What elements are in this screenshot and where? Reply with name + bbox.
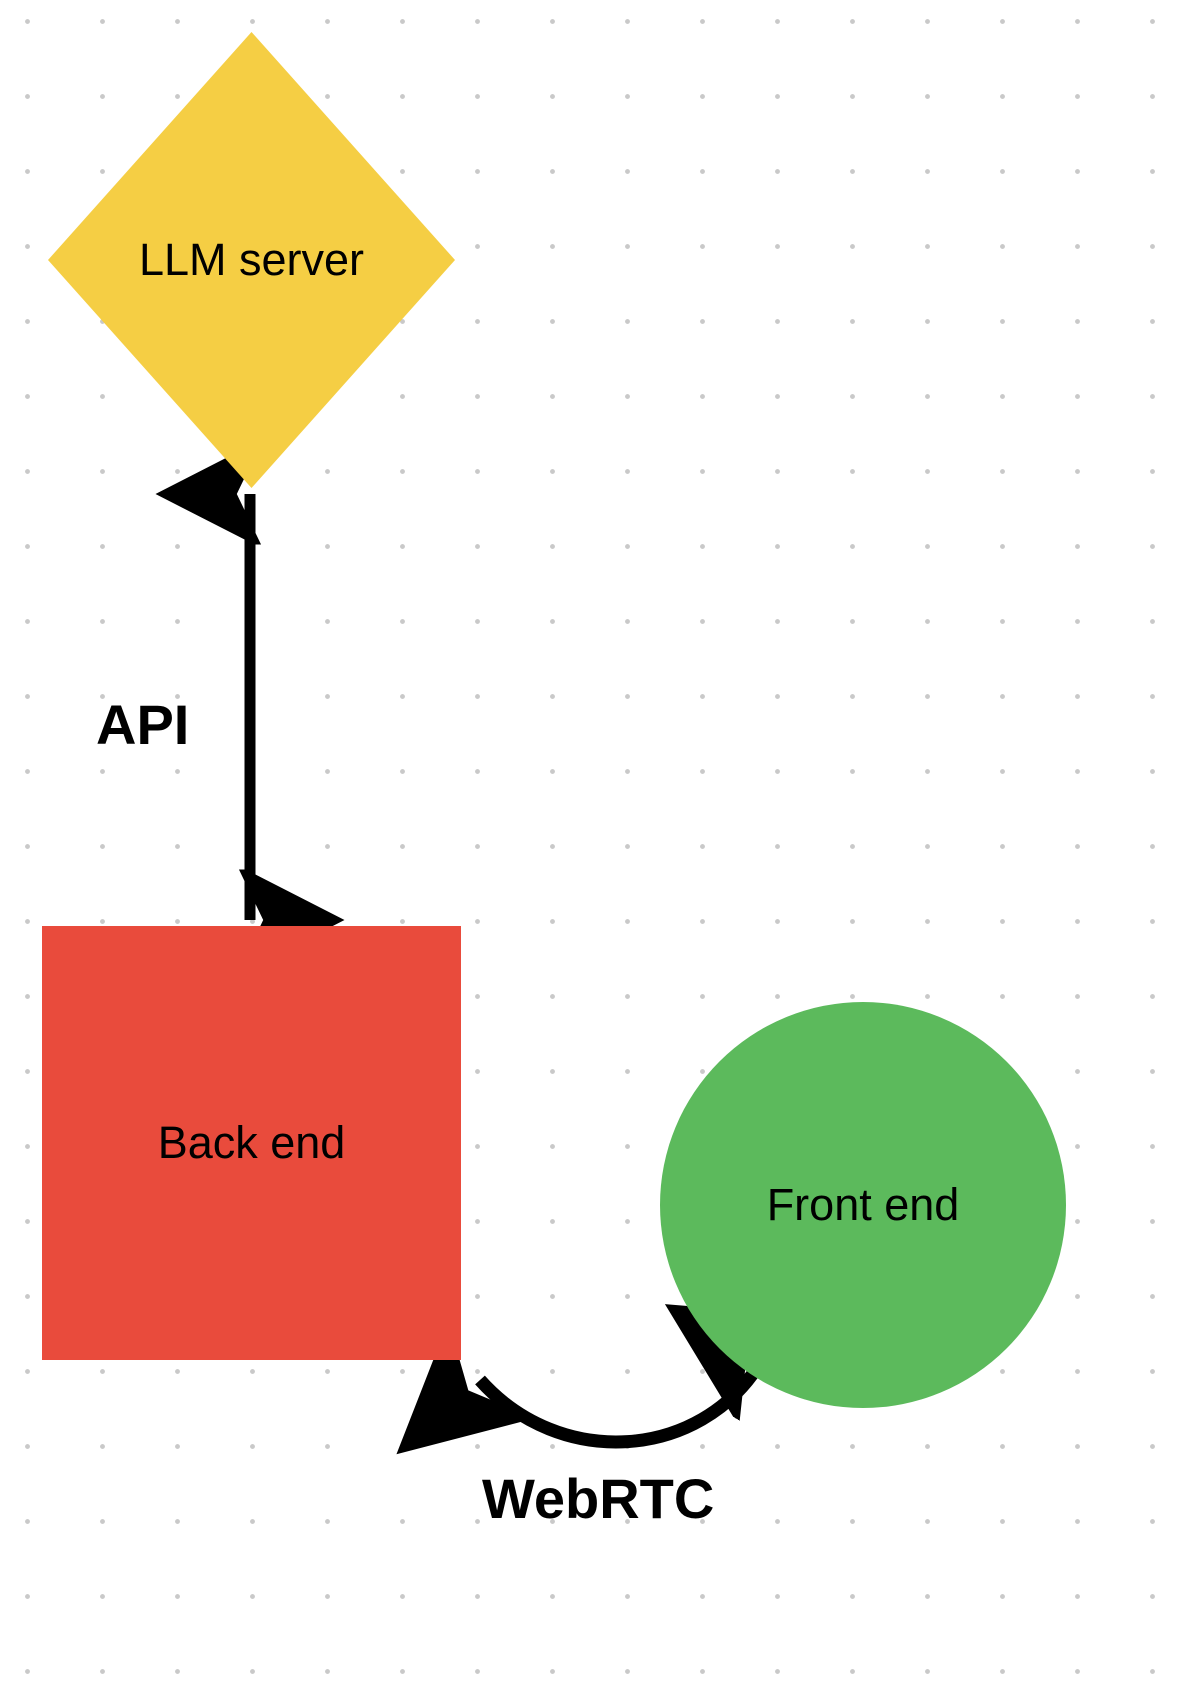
node-front-end[interactable]: Front end	[660, 1002, 1066, 1408]
edge-label-webrtc: WebRTC	[482, 1467, 715, 1530]
node-back-end-label: Back end	[157, 1117, 346, 1169]
edge-label-api: API	[96, 693, 190, 756]
node-llm-server[interactable]: LLM server	[48, 32, 455, 488]
node-front-end-label: Front end	[766, 1179, 960, 1231]
node-back-end[interactable]: Back end	[42, 926, 461, 1360]
node-llm-server-label: LLM server	[138, 234, 365, 286]
